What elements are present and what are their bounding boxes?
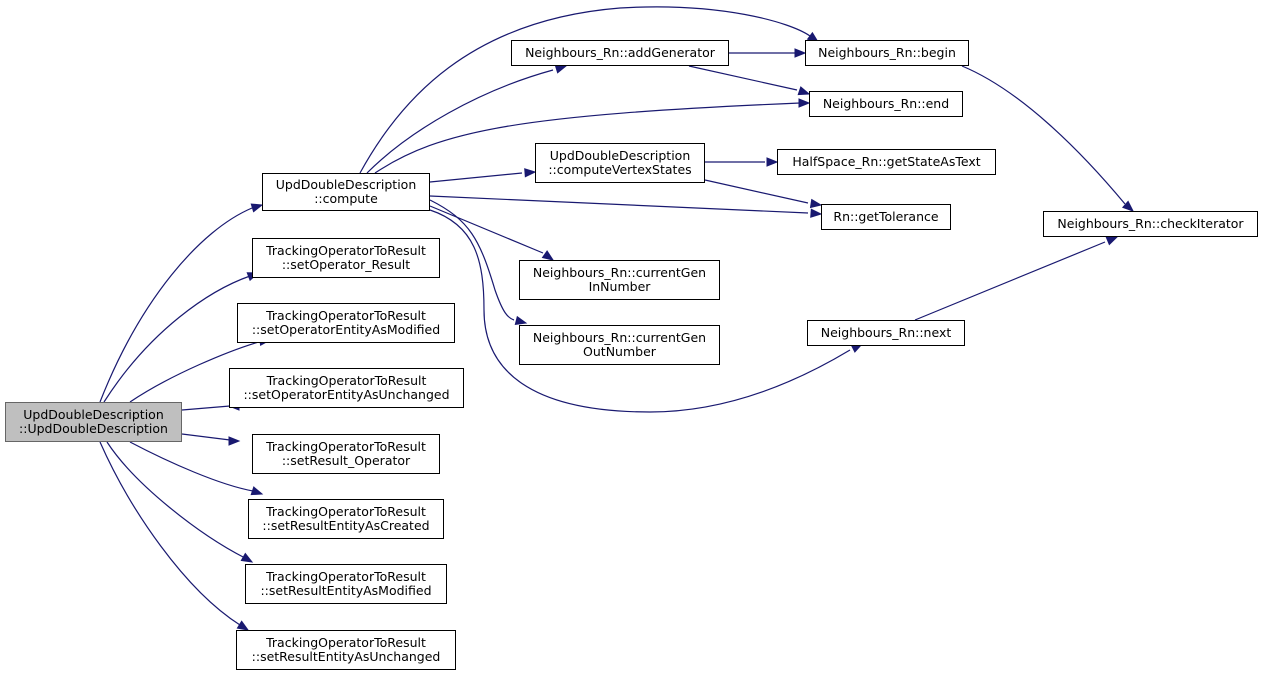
graph-node-setResultEntityAsCreated[interactable]: TrackingOperatorToResult::setResultEntit… bbox=[248, 499, 444, 539]
graph-node-setResultEntityAsModified[interactable]: TrackingOperatorToResult::setResultEntit… bbox=[245, 564, 447, 604]
call-edge bbox=[914, 241, 1106, 321]
graph-node-label: Neighbours_Rn::currentGen bbox=[532, 330, 707, 345]
graph-node-begin[interactable]: Neighbours_Rn::begin bbox=[805, 40, 969, 66]
call-edge-arrowhead bbox=[766, 157, 779, 167]
graph-node-label: ::computeVertexStates bbox=[548, 162, 692, 177]
graph-node-label: ::setResultEntityAsModified bbox=[260, 583, 432, 598]
call-edge-arrowhead bbox=[810, 208, 823, 218]
call-edge bbox=[99, 207, 253, 403]
graph-node-next[interactable]: Neighbours_Rn::next bbox=[807, 320, 965, 346]
call-edge bbox=[429, 209, 851, 413]
call-edge-arrowhead bbox=[797, 86, 811, 96]
graph-node-label: UpdDoubleDescription bbox=[23, 407, 164, 422]
graph-node-getStateAsText[interactable]: HalfSpace_Rn::getStateAsText bbox=[777, 149, 996, 175]
graph-node-setOperatorEntityAsUnchanged[interactable]: TrackingOperatorToResult::setOperatorEnt… bbox=[229, 368, 464, 408]
call-edge-arrowhead bbox=[240, 552, 254, 563]
call-edge-arrowhead bbox=[228, 436, 241, 446]
graph-node-label: TrackingOperatorToResult bbox=[266, 635, 426, 650]
graph-node-label: TrackingOperatorToResult bbox=[266, 569, 426, 584]
graph-node-addGenerator[interactable]: Neighbours_Rn::addGenerator bbox=[511, 40, 729, 66]
graph-node-label: Neighbours_Rn::next bbox=[820, 325, 952, 340]
graph-node-label: Rn::getTolerance bbox=[833, 209, 939, 224]
call-edge-arrowhead bbox=[514, 315, 528, 326]
call-edge-arrowhead bbox=[541, 250, 555, 261]
graph-node-label: TrackingOperatorToResult bbox=[266, 373, 427, 388]
call-edge-arrowhead bbox=[524, 168, 537, 178]
call-edge bbox=[99, 441, 241, 626]
graph-node-setOperatorEntityAsModified[interactable]: TrackingOperatorToResult::setOperatorEnt… bbox=[237, 303, 455, 343]
call-edge bbox=[106, 441, 246, 559]
call-edge bbox=[129, 340, 263, 403]
graph-node-label: InNumber bbox=[588, 279, 651, 294]
graph-node-label: ::setResultEntityAsCreated bbox=[262, 518, 430, 533]
call-edge-arrowhead bbox=[554, 64, 568, 74]
call-edge bbox=[359, 6, 811, 174]
graph-node-label: UpdDoubleDescription bbox=[275, 177, 417, 192]
call-edge-arrowhead bbox=[1105, 236, 1119, 246]
call-edge-arrowhead bbox=[250, 203, 264, 213]
call-edge bbox=[429, 205, 544, 254]
graph-node-label: ::UpdDoubleDescription bbox=[19, 421, 168, 436]
graph-node-setResult_Operator[interactable]: TrackingOperatorToResult::setResult_Oper… bbox=[252, 434, 440, 474]
call-edge bbox=[103, 275, 251, 403]
graph-node-computeVertexStates[interactable]: UpdDoubleDescription::computeVertexState… bbox=[535, 143, 705, 183]
graph-node-label: TrackingOperatorToResult bbox=[266, 439, 426, 454]
graph-node-label: ::setResultEntityAsUnchanged bbox=[251, 649, 441, 664]
graph-node-end[interactable]: Neighbours_Rn::end bbox=[809, 91, 963, 117]
graph-node-checkIterator[interactable]: Neighbours_Rn::checkIterator bbox=[1043, 211, 1258, 237]
call-edge bbox=[429, 195, 809, 214]
call-edge bbox=[429, 172, 523, 183]
graph-node-compute[interactable]: UpdDoubleDescription::compute bbox=[262, 173, 430, 211]
call-edge-arrowhead bbox=[1121, 200, 1135, 212]
graph-node-label: ::setOperatorEntityAsModified bbox=[251, 322, 441, 337]
graph-node-root: UpdDoubleDescription::UpdDoubleDescripti… bbox=[5, 402, 182, 442]
graph-node-label: Neighbours_Rn::currentGen bbox=[532, 265, 707, 280]
graph-node-label: HalfSpace_Rn::getStateAsText bbox=[792, 154, 981, 169]
call-edge bbox=[429, 199, 515, 321]
call-edge-arrowhead bbox=[794, 48, 807, 58]
graph-node-label: TrackingOperatorToResult bbox=[266, 308, 426, 323]
call-edge bbox=[688, 65, 798, 91]
graph-node-label: Neighbours_Rn::addGenerator bbox=[525, 45, 715, 60]
call-edge-arrowhead bbox=[809, 198, 823, 209]
graph-node-label: ::compute bbox=[314, 191, 378, 206]
call-edge bbox=[374, 102, 801, 174]
call-edge-arrowhead bbox=[250, 486, 264, 496]
graph-node-getTolerance[interactable]: Rn::getTolerance bbox=[821, 204, 951, 230]
graph-node-label: UpdDoubleDescription bbox=[549, 148, 691, 163]
graph-node-setOperator_Result[interactable]: TrackingOperatorToResult::setOperator_Re… bbox=[252, 238, 440, 278]
graph-node-label: TrackingOperatorToResult bbox=[266, 504, 426, 519]
call-edge bbox=[366, 69, 554, 174]
graph-node-label: TrackingOperatorToResult bbox=[266, 243, 426, 258]
graph-node-label: Neighbours_Rn::begin bbox=[818, 45, 956, 60]
graph-node-label: OutNumber bbox=[583, 344, 656, 359]
call-edge-arrowhead bbox=[798, 98, 811, 108]
graph-node-label: Neighbours_Rn::end bbox=[822, 96, 950, 111]
graph-node-label: ::setOperator_Result bbox=[281, 257, 411, 272]
graph-node-label: Neighbours_Rn::checkIterator bbox=[1057, 216, 1244, 231]
call-edge bbox=[129, 441, 254, 492]
call-edge bbox=[961, 65, 1126, 205]
graph-node-setResultEntityAsUnchanged[interactable]: TrackingOperatorToResult::setResultEntit… bbox=[236, 630, 456, 670]
graph-node-label: ::setResult_Operator bbox=[281, 453, 411, 468]
call-edge bbox=[181, 405, 231, 411]
call-edge-arrowhead bbox=[236, 620, 250, 631]
graph-node-label: ::setOperatorEntityAsUnchanged bbox=[243, 387, 450, 402]
call-edge bbox=[704, 179, 809, 204]
